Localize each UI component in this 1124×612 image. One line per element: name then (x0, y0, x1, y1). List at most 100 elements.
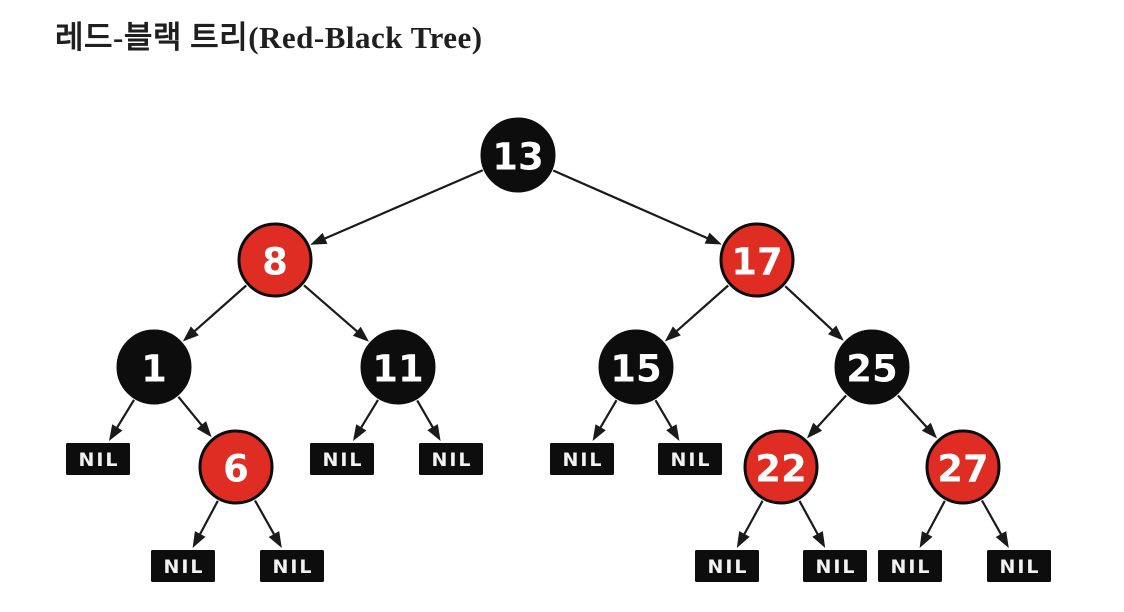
edge-arrowhead (182, 326, 199, 342)
nil-leaf-nil-27R: NIL (987, 550, 1051, 582)
tree-node-11: 11 (360, 329, 436, 405)
edge-arrowhead (192, 531, 206, 548)
tree-node-1: 1 (116, 329, 192, 405)
tree-edge-6-nil-6L (192, 500, 219, 548)
node-value: 17 (731, 241, 783, 284)
edge-arrowhead (995, 531, 1009, 548)
tree-node-17: 17 (719, 222, 795, 298)
tree-edge-1-nil-1L (109, 399, 135, 441)
tree-edges (109, 169, 1009, 548)
edge-line (303, 284, 360, 335)
edge-arrowhead (666, 424, 680, 441)
nil-box (987, 550, 1051, 582)
node-circle (925, 429, 1001, 505)
node-circle (743, 429, 819, 505)
node-value: 6 (223, 448, 249, 491)
edge-line (654, 399, 674, 431)
edge-arrowhead (196, 421, 212, 438)
node-value: 25 (846, 348, 898, 391)
tree-edge-1-6 (177, 396, 212, 438)
tree-edge-11-nil-11R (416, 399, 441, 441)
nil-box (151, 550, 215, 582)
edge-arrowhead (109, 424, 123, 441)
node-value: 15 (610, 348, 662, 391)
tree-edge-25-27 (897, 394, 938, 439)
tree-node-6: 6 (198, 429, 274, 505)
edge-line (321, 169, 484, 241)
tree-node-15: 15 (598, 329, 674, 405)
nil-label: NIL (815, 556, 856, 578)
edge-arrowhead (704, 232, 722, 245)
tree-edge-25-22 (806, 394, 847, 439)
edge-arrowhead (310, 232, 328, 245)
edge-line (598, 399, 618, 431)
nil-label: NIL (890, 556, 931, 578)
node-circle (719, 222, 795, 298)
edge-line (358, 399, 379, 431)
nil-leaf-nil-6L: NIL (151, 550, 215, 582)
node-circle (480, 117, 556, 193)
nil-label: NIL (78, 449, 119, 471)
node-circle (116, 329, 192, 405)
tree-node-8: 8 (237, 222, 313, 298)
edge-line (798, 500, 820, 538)
nil-leaf-nil-1L: NIL (66, 443, 130, 475)
tree-edge-8-1 (182, 284, 247, 342)
tree-edge-6-nil-6R (254, 499, 282, 548)
edge-line (673, 284, 729, 334)
nil-label: NIL (707, 556, 748, 578)
nil-label: NIL (322, 449, 363, 471)
tree-node-13: 13 (480, 117, 556, 193)
edge-arrowhead (806, 422, 823, 439)
edge-arrowhead (268, 531, 282, 548)
nil-box (695, 550, 759, 582)
edge-line (897, 394, 930, 430)
nil-label: NIL (163, 556, 204, 578)
tree-edge-13-8 (310, 169, 484, 245)
node-value: 22 (755, 448, 807, 491)
nil-label: NIL (431, 449, 472, 471)
nil-label: NIL (999, 556, 1040, 578)
edge-line (197, 500, 219, 538)
nil-leaf-nil-15R: NIL (658, 443, 722, 475)
edge-line (191, 284, 247, 334)
nil-label: NIL (272, 556, 313, 578)
nil-leaf-nil-11L: NIL (310, 443, 374, 475)
tree-edge-8-11 (303, 284, 369, 342)
node-circle (834, 329, 910, 405)
edge-line (114, 399, 135, 431)
edge-line (552, 169, 711, 241)
edge-line (254, 499, 277, 538)
nil-leaf-nil-22L: NIL (695, 550, 759, 582)
edge-line (742, 500, 764, 538)
edge-arrowhead (353, 424, 367, 441)
edge-line (981, 499, 1004, 538)
nil-box (260, 550, 324, 582)
nil-leaf-nil-15L: NIL (550, 443, 614, 475)
edge-arrowhead (812, 531, 826, 548)
nil-leaf-nil-22R: NIL (803, 550, 867, 582)
node-circle (360, 329, 436, 405)
node-value: 11 (372, 348, 424, 391)
nil-label: NIL (562, 449, 603, 471)
edge-arrowhead (736, 531, 750, 548)
node-value: 27 (937, 448, 989, 491)
tree-node-25: 25 (834, 329, 910, 405)
nil-label: NIL (670, 449, 711, 471)
edge-arrowhead (828, 325, 844, 341)
tree-edge-15-nil-15R (654, 399, 680, 441)
tree-edge-27-nil-27R (981, 499, 1009, 548)
edge-arrowhead (921, 422, 938, 439)
edge-arrowhead (919, 531, 933, 548)
node-value: 1 (141, 348, 167, 391)
edge-line (416, 399, 436, 431)
nil-leaf-nil-6R: NIL (260, 550, 324, 582)
tree-edge-27-nil-27L (919, 500, 946, 548)
edge-arrowhead (592, 424, 606, 441)
nil-box (310, 443, 374, 475)
nil-leaf-nil-27L: NIL (878, 550, 942, 582)
edge-arrowhead (664, 326, 681, 342)
